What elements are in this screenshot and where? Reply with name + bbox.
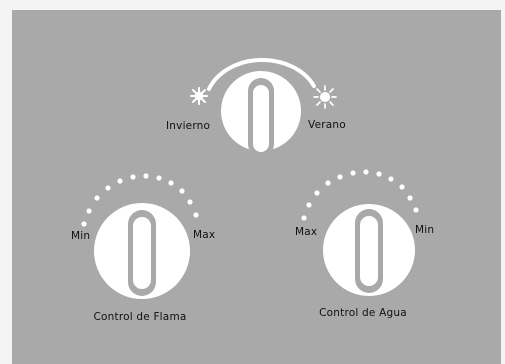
water-knob-target[interactable] — [323, 204, 415, 296]
water-dot — [306, 202, 312, 208]
season-selector-arc — [207, 57, 316, 91]
flame-dot-arc — [81, 173, 199, 227]
flame-dot — [94, 195, 100, 201]
flame-dot — [168, 180, 174, 186]
flame-dot — [81, 221, 87, 227]
season-knob-target[interactable] — [221, 71, 301, 151]
flame-knob-target[interactable] — [94, 203, 190, 299]
water-dot — [301, 215, 307, 221]
flame-dot — [156, 175, 162, 181]
water-dot — [413, 207, 419, 213]
water-dot — [363, 169, 369, 175]
panel-graphics — [81, 57, 419, 299]
flame-dot — [86, 208, 92, 214]
water-dot — [376, 171, 382, 177]
water-dot — [407, 195, 413, 201]
flame-dot — [130, 174, 136, 180]
water-max-label: Max — [295, 226, 318, 238]
water-min-label: Min — [415, 224, 435, 236]
water-dot — [399, 184, 405, 190]
flame-min-label: Min — [71, 230, 91, 242]
water-dot — [337, 174, 343, 180]
season-knob[interactable] — [221, 71, 301, 157]
flame-dot — [105, 185, 111, 191]
water-control-title: Control de Agua — [319, 307, 407, 319]
flame-knob[interactable] — [94, 203, 190, 299]
water-dot-arc — [301, 169, 419, 221]
sun-icon — [313, 85, 337, 109]
flame-dot — [187, 199, 193, 205]
water-dot — [388, 176, 394, 182]
water-dot — [314, 190, 320, 196]
winter-label: Invierno — [166, 120, 211, 132]
water-dot — [350, 170, 356, 176]
flame-dot — [117, 178, 123, 184]
flame-dot — [143, 173, 149, 179]
flame-max-label: Max — [193, 229, 216, 241]
flame-dot — [193, 212, 199, 218]
water-knob[interactable] — [323, 204, 415, 296]
flame-dot — [179, 188, 185, 194]
snowflake-icon — [190, 87, 208, 105]
water-dot — [325, 180, 331, 186]
summer-label: Verano — [308, 119, 346, 131]
control-panel: Invierno Verano Min Max Max Min Control … — [12, 10, 501, 364]
flame-control-title: Control de Flama — [93, 311, 187, 323]
